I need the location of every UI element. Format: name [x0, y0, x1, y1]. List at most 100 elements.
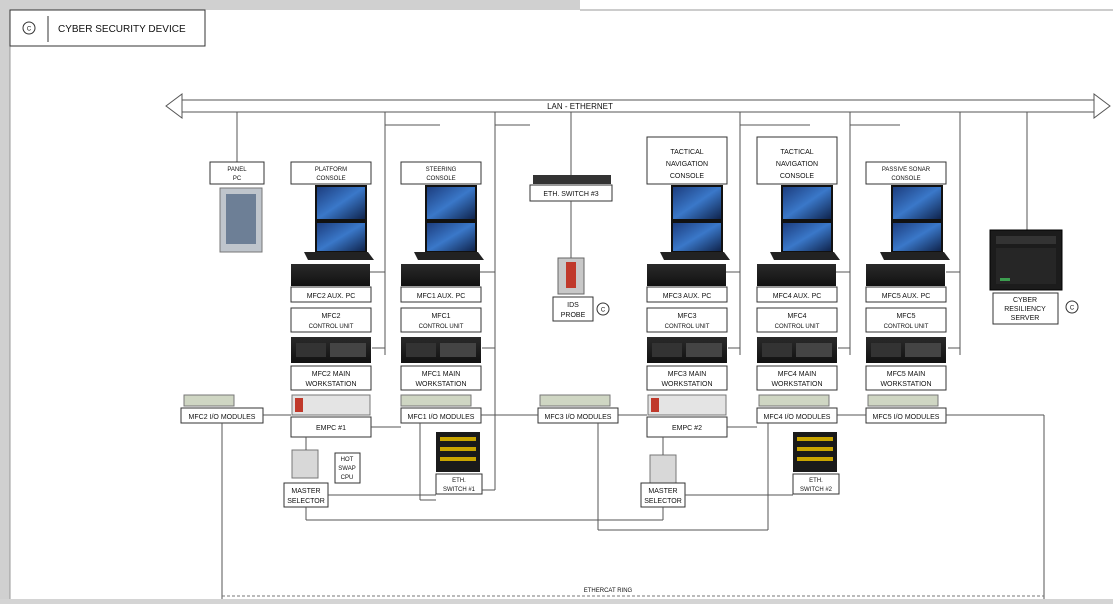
- mfc3-ws-label-1: MFC3 MAIN: [668, 371, 707, 378]
- mfc1-aux-pc-label: MFC1 AUX. PC: [417, 293, 466, 300]
- mfc1-ws-label-1: MFC1 MAIN: [422, 371, 461, 378]
- mfc1-io-label: MFC1 I/O MODULES: [408, 414, 475, 421]
- server-cyber-marker: C: [1070, 306, 1075, 312]
- empc1-label: EMPC #1: [316, 425, 346, 432]
- eth-switch-2-label-1: ETH.: [809, 478, 823, 484]
- mfc5-ws-label-2: WORKSTATION: [880, 381, 931, 388]
- console-links: [370, 124, 960, 349]
- mfc5-cu-label-2: CONTROL UNIT: [884, 324, 929, 330]
- lan-ethernet-bus: LAN - ETHERNET: [165, 93, 1111, 119]
- eth-switch-1: ETH. SWITCH #1: [435, 432, 483, 495]
- ethercat-ring: ETHERCAT RING: [222, 588, 1044, 597]
- mfc2-workstation-icon: [291, 337, 371, 363]
- eth-switch-2-icon: [793, 432, 837, 472]
- server-cyber-device-icon: [1065, 300, 1079, 314]
- mfc3-workstation-icon: [647, 337, 727, 363]
- control-units: MFC2 CONTROL UNIT MFC1 CONTROL UNIT MFC3…: [290, 307, 947, 333]
- mfc3-io-icon: [539, 394, 611, 407]
- cyber-device-legend-icon: [22, 21, 36, 35]
- mfc3-ws-label-2: WORKSTATION: [661, 381, 712, 388]
- platform-console-monitor-icon: [304, 185, 374, 260]
- tactical2-label-3: CONSOLE: [780, 173, 815, 180]
- mfc2-cu-label-2: CONTROL UNIT: [309, 324, 354, 330]
- steering-console-label-1: STEERING: [426, 167, 457, 173]
- sonar-console-monitor-icon: [880, 185, 950, 260]
- ids-cyber-marker: C: [601, 308, 606, 314]
- sonar-console-label-1: PASSIVE SONAR: [882, 167, 931, 173]
- mfc4-aux-pc-label: MFC4 AUX. PC: [773, 293, 822, 300]
- eth-switch-2-label-2: SWITCH #2: [800, 487, 833, 493]
- server-label-2: RESILIENCY: [1004, 306, 1046, 313]
- sheet-top-strip: [580, 0, 1113, 10]
- server-label-1: CYBER: [1013, 297, 1037, 304]
- eth-switch-3-icon: [533, 175, 611, 184]
- mfc1-cu-label-2: CONTROL UNIT: [419, 324, 464, 330]
- mfc3-io-label: MFC3 I/O MODULES: [545, 414, 612, 421]
- mfc4-cu-label-1: MFC4: [787, 313, 806, 320]
- hot-swap-cpu-icon: [291, 449, 319, 479]
- lan-drops: [236, 112, 1028, 425]
- lower-wiring: [221, 414, 1045, 599]
- mfc4-io-icon: [758, 394, 830, 407]
- mfc4-io-label: MFC4 I/O MODULES: [764, 414, 831, 421]
- mfc3-cu-label-2: CONTROL UNIT: [665, 324, 710, 330]
- tactical1-label-1: TACTICAL: [670, 149, 703, 156]
- ids-probe-icon: [557, 257, 585, 295]
- mfc2-io-label: MFC2 I/O MODULES: [189, 414, 256, 421]
- master-selector-1-label-2: SELECTOR: [287, 498, 325, 505]
- panel-pc-label-1: PANEL: [227, 167, 247, 173]
- tactical1-label-2: NAVIGATION: [666, 161, 708, 168]
- empc2-label: EMPC #2: [672, 425, 702, 432]
- master-selector-2-label-2: SELECTOR: [644, 498, 682, 505]
- mfc2-io-icon: [183, 394, 235, 407]
- mfc2-ws-label-2: WORKSTATION: [305, 381, 356, 388]
- io-modules: MFC2 I/O MODULES MFC1 I/O MODULES MFC3 I…: [180, 394, 947, 424]
- mfc2-ws-label-1: MFC2 MAIN: [312, 371, 351, 378]
- aux-pcs: MFC2 AUX. PC MFC1 AUX. PC MFC3 AUX. PC M…: [290, 264, 947, 303]
- tactical1-console-monitor-icon: [660, 185, 730, 260]
- mfc3-cu-label-1: MFC3: [677, 313, 696, 320]
- mfc2-cu-label-1: MFC2: [321, 313, 340, 320]
- ethercat-ring-label: ETHERCAT RING: [584, 588, 633, 594]
- steering-console-label-2: CONSOLE: [426, 176, 455, 182]
- eth-switch-1-icon: [436, 432, 480, 472]
- mfc4-ws-label-1: MFC4 MAIN: [778, 371, 817, 378]
- lan-label: LAN - ETHERNET: [547, 102, 613, 111]
- mfc5-cu-label-1: MFC5: [896, 313, 915, 320]
- mfc5-io-label: MFC5 I/O MODULES: [873, 414, 940, 421]
- mfc5-aux-pc-icon: [866, 264, 945, 286]
- ids-probe-label-2: PROBE: [561, 312, 586, 319]
- server-icon: [989, 229, 1063, 291]
- console-labels: PLATFORM CONSOLE STEERING CONSOLE TACTIC…: [290, 136, 947, 185]
- server-label-3: SERVER: [1011, 315, 1040, 322]
- tactical2-label-2: NAVIGATION: [776, 161, 818, 168]
- sonar-console-label-2: CONSOLE: [891, 176, 920, 182]
- mfc5-aux-pc-label: MFC5 AUX. PC: [882, 293, 931, 300]
- legend-symbol: C: [27, 27, 32, 33]
- mfc5-ws-label-1: MFC5 MAIN: [887, 371, 926, 378]
- mfc4-aux-pc-icon: [757, 264, 836, 286]
- master-selector-2-label-1: MASTER: [648, 488, 677, 495]
- mfc1-io-icon: [400, 394, 472, 407]
- empc2-icon: [647, 394, 727, 416]
- tactical2-label-1: TACTICAL: [780, 149, 813, 156]
- eth-switch-1-label-1: ETH.: [452, 478, 466, 484]
- legend-title: CYBER SECURITY DEVICE: [58, 24, 186, 35]
- empc-units: EMPC #1 EMPC #2: [290, 394, 728, 438]
- legend-box: C CYBER SECURITY DEVICE: [9, 9, 206, 47]
- hot-swap-label-2: SWAP: [338, 466, 355, 472]
- mfc1-ws-label-2: WORKSTATION: [415, 381, 466, 388]
- mfc1-cu-label-1: MFC1: [431, 313, 450, 320]
- mfc5-io-icon: [867, 394, 939, 407]
- platform-console-label-1: PLATFORM: [315, 167, 347, 173]
- mfc1-workstation-icon: [401, 337, 481, 363]
- empc1-icon: [291, 394, 371, 416]
- tactical1-label-3: CONSOLE: [670, 173, 705, 180]
- platform-console-label-2: CONSOLE: [316, 176, 345, 182]
- mfc2-aux-pc-label: MFC2 AUX. PC: [307, 293, 356, 300]
- master-selector-1-label-1: MASTER: [291, 488, 320, 495]
- mfc4-workstation-icon: [757, 337, 837, 363]
- mfc3-aux-pc-icon: [647, 264, 726, 286]
- eth-switch-1-label-2: SWITCH #1: [443, 487, 476, 493]
